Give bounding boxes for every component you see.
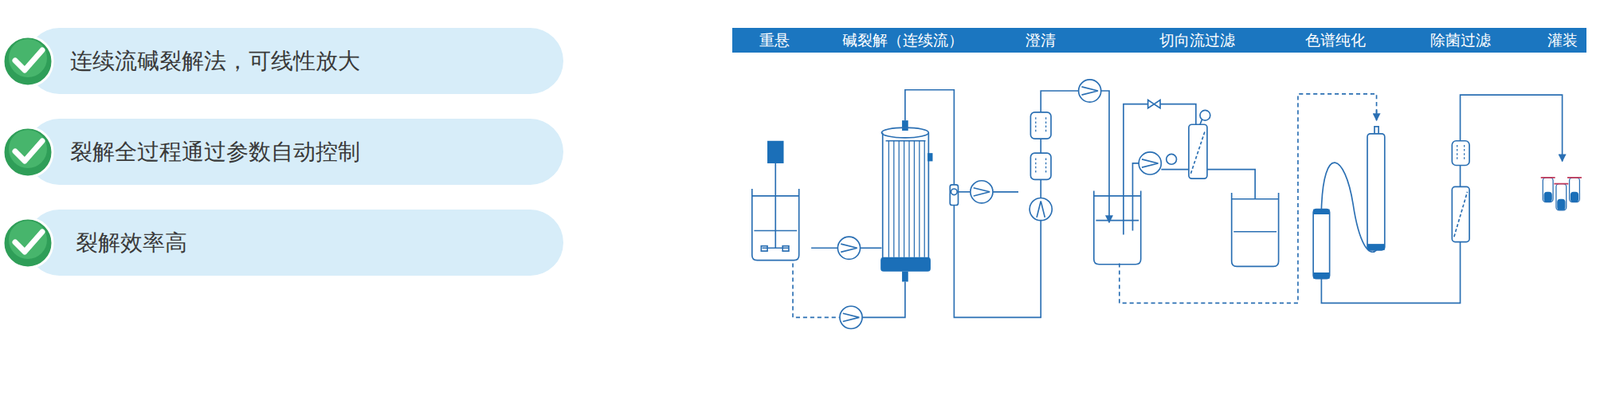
step-label: 色谱纯化 (1305, 30, 1366, 51)
feature-text: 连续流碱裂解法，可线性放大 (70, 46, 361, 77)
check-icon (0, 33, 56, 90)
feature-pill: 裂解全过程通过参数自动控制 (26, 118, 564, 185)
feature-pill: 连续流碱裂解法，可线性放大 (26, 27, 564, 95)
check-icon (0, 215, 56, 271)
step-label: 重悬 (759, 30, 790, 51)
step-label: 切向流过滤 (1159, 30, 1236, 51)
check-icon (0, 124, 56, 181)
feature-pill: 裂解效率高 (26, 209, 564, 276)
step-label: 灌装 (1547, 30, 1578, 51)
feature-text: 裂解效率高 (75, 227, 188, 259)
process-step-band: 重悬 碱裂解（连续流） 澄清 切向流过滤 色谱纯化 除菌过滤 灌装 (732, 27, 1587, 53)
step-label: 除菌过滤 (1430, 30, 1491, 51)
step-label: 澄清 (1025, 30, 1056, 51)
step-label: 碱裂解（连续流） (842, 30, 964, 51)
feature-text: 裂解全过程通过参数自动控制 (70, 137, 361, 168)
